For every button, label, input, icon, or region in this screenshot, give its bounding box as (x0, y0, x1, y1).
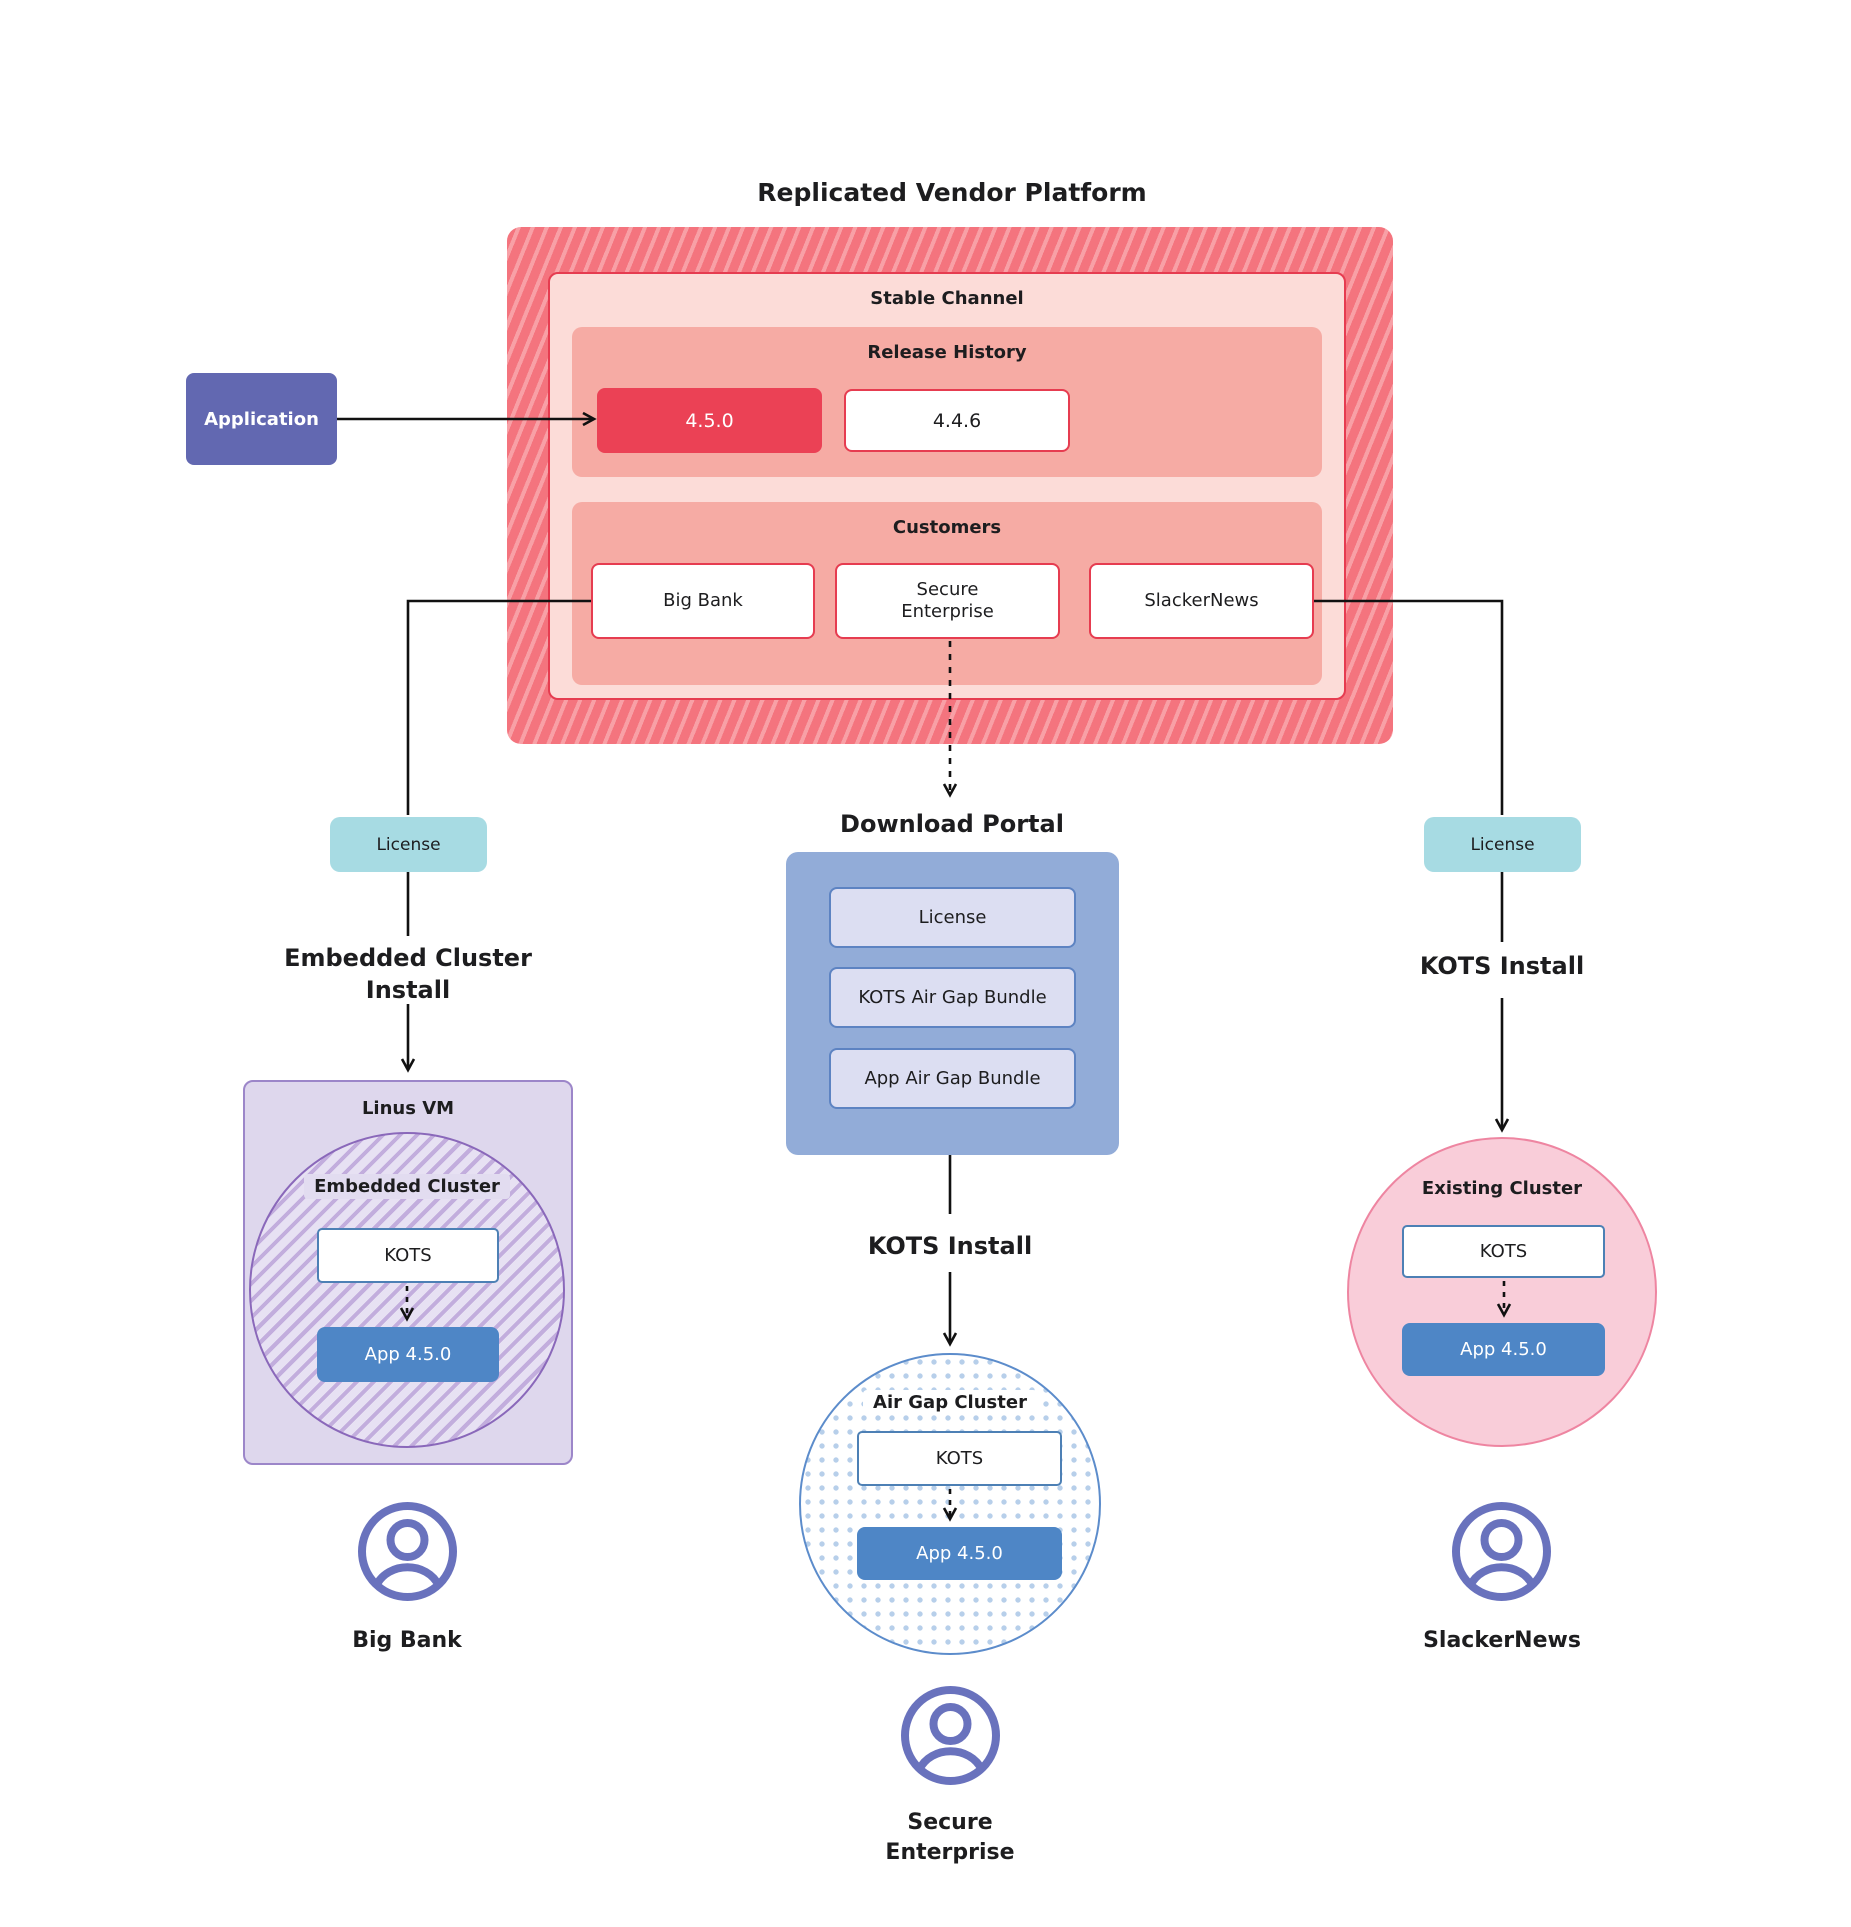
stable-channel-label: Stable Channel (870, 288, 1024, 309)
big-bank-user-label: Big Bank (352, 1628, 462, 1653)
kots-box-right: KOTS (1402, 1225, 1605, 1278)
embedded-cluster-install-line2: Install (365, 976, 451, 1005)
kots-install-label-right: KOTS Install (1419, 952, 1585, 980)
slackernews-user-icon (1452, 1502, 1551, 1601)
kots-box-center: KOTS (857, 1431, 1062, 1486)
app-box-right: App 4.5.0 (1402, 1323, 1605, 1376)
release-4-5-0-box: 4.5.0 (597, 388, 822, 453)
app-box-left: App 4.5.0 (317, 1327, 499, 1382)
embedded-cluster-install-line1: Embedded Cluster (284, 944, 532, 972)
portal-item-kots-airgap-bundle: KOTS Air Gap Bundle (829, 967, 1076, 1028)
portal-item-license: License (829, 887, 1076, 948)
existing-cluster-circle (1347, 1137, 1657, 1447)
customer-secure-enterprise-box: Secure Enterprise (835, 563, 1060, 639)
page-title: Replicated Vendor Platform (757, 178, 1147, 207)
application-box: Application (186, 373, 337, 465)
big-bank-user-icon (358, 1502, 457, 1601)
release-4-4-6-box: 4.4.6 (844, 389, 1070, 452)
kots-box-left: KOTS (317, 1228, 499, 1283)
kots-install-label-center: KOTS Install (867, 1232, 1033, 1260)
customer-big-bank-box: Big Bank (591, 563, 815, 639)
air-gap-cluster-label: Air Gap Cluster (800, 1390, 1100, 1415)
secure-enterprise-user-line1: Secure (907, 1810, 993, 1835)
secure-enterprise-user-icon (901, 1686, 1000, 1785)
download-portal-label: Download Portal (840, 810, 1064, 838)
customer-secure-enterprise-line1: Secure (916, 578, 979, 600)
release-history-label: Release History (867, 342, 1027, 363)
embedded-cluster-install-label: Embedded Cluster Install (208, 942, 608, 1007)
linus-vm-label: Linus VM (361, 1098, 455, 1119)
slackernews-user-label: SlackerNews (1423, 1628, 1581, 1653)
customer-slackernews-box: SlackerNews (1089, 563, 1314, 639)
embedded-cluster-label: Embedded Cluster (257, 1174, 557, 1199)
portal-item-app-airgap-bundle: App Air Gap Bundle (829, 1048, 1076, 1109)
customer-secure-enterprise-line2: Enterprise (901, 601, 994, 622)
app-box-center: App 4.5.0 (857, 1527, 1062, 1580)
existing-cluster-label: Existing Cluster (1421, 1178, 1583, 1199)
secure-enterprise-user-line2: Enterprise (885, 1839, 1015, 1865)
secure-enterprise-user-label: Secure Enterprise (800, 1808, 1100, 1867)
customers-label: Customers (892, 517, 1002, 538)
license-chip-right: License (1424, 817, 1581, 872)
license-chip-left: License (330, 817, 487, 872)
